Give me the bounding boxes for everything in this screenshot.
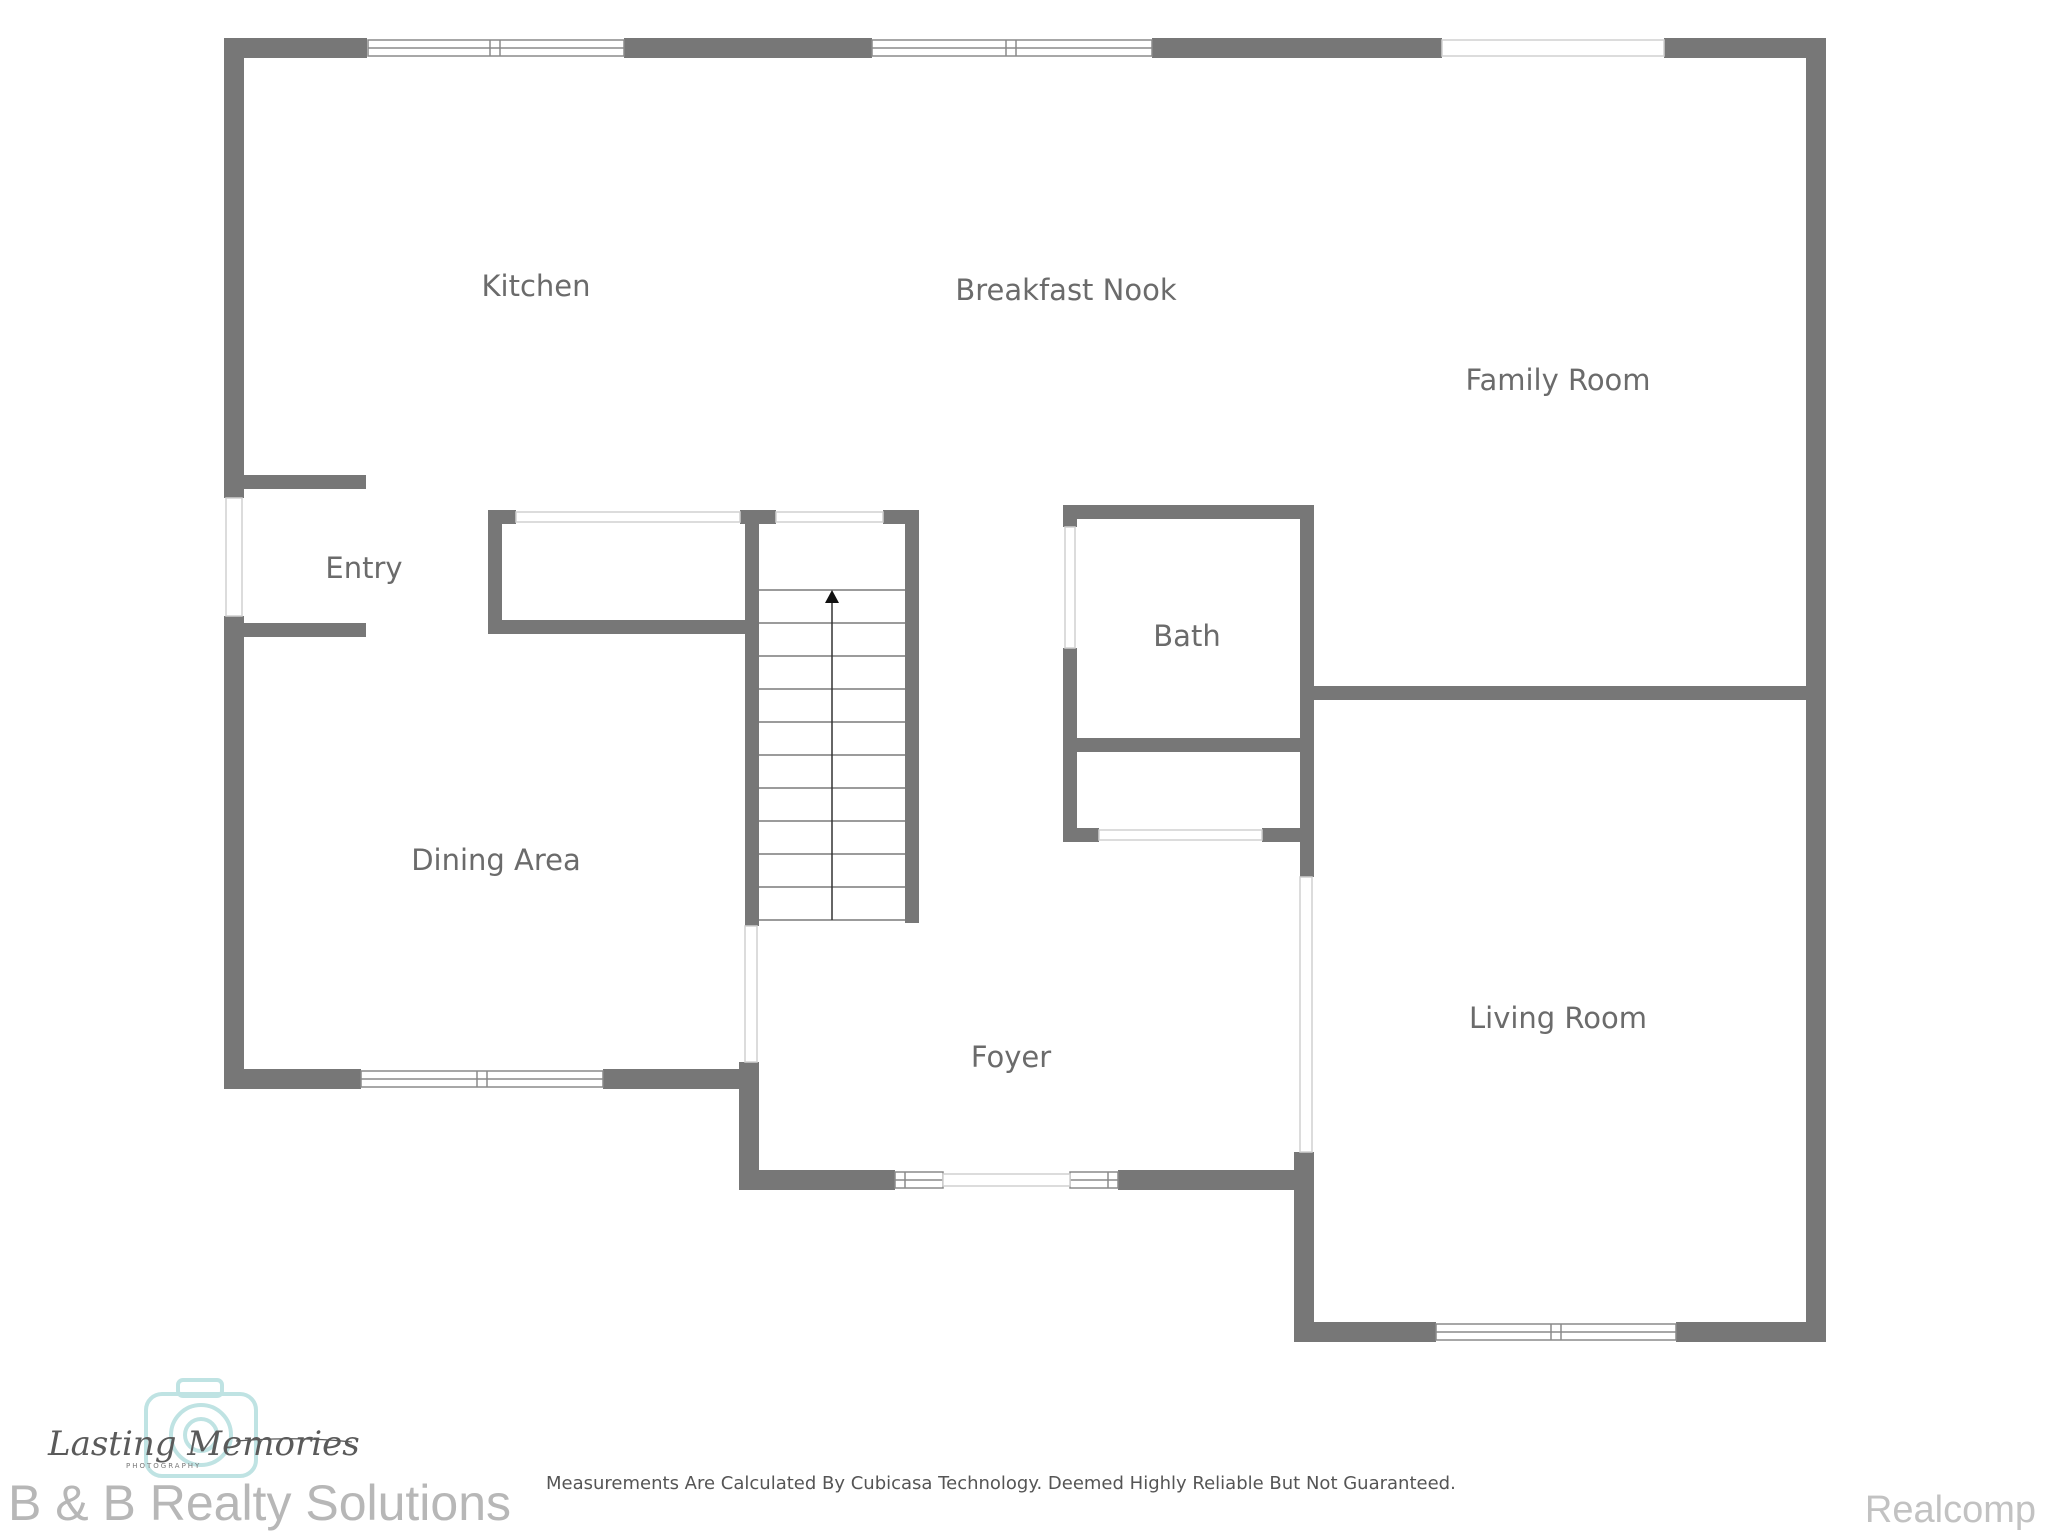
- label-foyer: Foyer: [971, 1040, 1051, 1074]
- opening-foyer-dining: [744, 925, 758, 1063]
- window-nook-top: [871, 39, 1153, 57]
- wall-foyer-bottom-1: [739, 1170, 895, 1190]
- label-dining-area: Dining Area: [411, 843, 581, 877]
- opening-stair-top: [775, 511, 884, 523]
- wall-foyer-left: [739, 1062, 759, 1190]
- window-foyer-left-sidelight: [894, 1171, 944, 1189]
- door-entry: [225, 497, 243, 617]
- wall-bath-right: [1300, 505, 1314, 877]
- wall-left-lower: [224, 616, 244, 1089]
- wall-closet-top-left: [488, 510, 516, 524]
- door-openings: [225, 39, 1665, 1187]
- wall-family-living: [1300, 686, 1826, 700]
- wall-living-bottom-1: [1294, 1322, 1436, 1342]
- wall-dining-bottom-1: [224, 1069, 361, 1089]
- label-family-room: Family Room: [1465, 363, 1650, 397]
- measurement-disclaimer: Measurements Are Calculated By Cubicasa …: [546, 1473, 1456, 1494]
- wall-closet-bottom: [488, 620, 758, 634]
- staircase: [759, 589, 905, 921]
- camera-icon: [144, 1378, 258, 1478]
- wall-bath-top: [1063, 505, 1313, 519]
- wall-top-3: [1152, 38, 1442, 58]
- opening-closet: [515, 511, 741, 523]
- wall-left-upper: [224, 38, 244, 498]
- wall-living-bottom-2: [1676, 1322, 1826, 1342]
- wall-entry-bottom: [224, 623, 366, 637]
- opening-foyer-living: [1299, 876, 1313, 1153]
- window-dining-bottom: [360, 1070, 604, 1088]
- door-bath: [1064, 526, 1076, 649]
- wall-foyer-bottom-2: [1118, 1170, 1310, 1190]
- wall-entry-top: [224, 475, 366, 489]
- wall-closet2-bottom-left: [1063, 828, 1099, 842]
- logo-subtitle: PHOTOGRAPHY: [126, 1462, 201, 1470]
- label-entry: Entry: [325, 551, 402, 585]
- window-kitchen-top: [367, 39, 625, 57]
- door-front: [942, 1173, 1071, 1187]
- window-foyer-right-sidelight: [1069, 1171, 1119, 1189]
- wall-bath-left-top: [1063, 505, 1077, 527]
- label-bath: Bath: [1153, 619, 1220, 653]
- label-living-room: Living Room: [1469, 1001, 1647, 1035]
- logo-flourish: [235, 1438, 353, 1443]
- wall-top-1: [224, 38, 367, 58]
- window-living-bottom: [1435, 1323, 1677, 1341]
- wall-stair-right: [905, 510, 919, 923]
- wall-bath-bottom: [1063, 738, 1313, 752]
- agency-watermark: B & B Realty Solutions: [8, 1475, 511, 1531]
- wall-closet-left: [488, 510, 502, 634]
- wall-closet2-bottom-right: [1262, 828, 1313, 842]
- windows: [360, 39, 1677, 1341]
- wall-top-2: [624, 38, 872, 58]
- wall-top-4: [1664, 38, 1826, 58]
- stair-direction-arrow: [825, 590, 839, 603]
- door-closet2: [1098, 829, 1263, 841]
- logo-script: Lasting Memories: [47, 1424, 360, 1464]
- walls: [224, 38, 1826, 1342]
- label-kitchen: Kitchen: [482, 269, 591, 303]
- wall-dining-bottom-2: [603, 1069, 753, 1089]
- opening-family-top: [1441, 39, 1665, 57]
- room-labels: Kitchen Breakfast Nook Family Room Entry…: [325, 269, 1650, 1074]
- label-breakfast-nook: Breakfast Nook: [955, 273, 1176, 307]
- photographer-logo: Lasting Memories PHOTOGRAPHY: [47, 1378, 360, 1478]
- wall-living-left: [1294, 1152, 1314, 1342]
- wall-stair-left: [745, 510, 759, 926]
- mls-watermark: Realcomp: [1865, 1489, 2036, 1531]
